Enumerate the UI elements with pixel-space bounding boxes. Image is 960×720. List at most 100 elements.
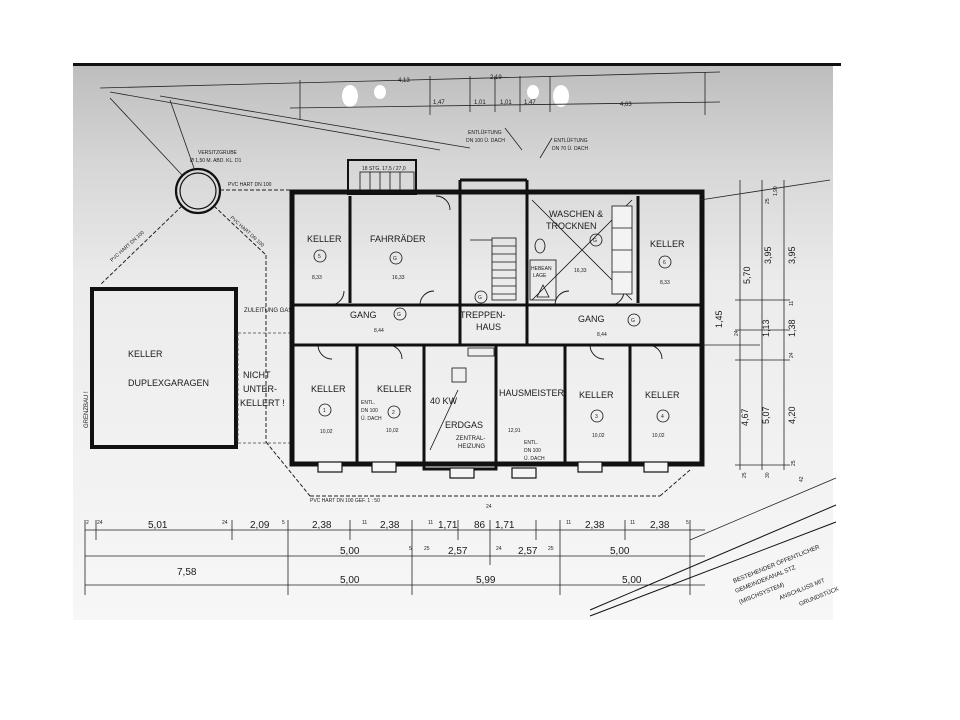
zuleitung-label: ZULEITUNG GAS	[244, 308, 292, 314]
entl-top-1-a: ENTLÜFTUNG	[468, 129, 502, 136]
g-marker-2: G	[478, 295, 482, 301]
dim-right-4: 1,45	[714, 310, 724, 328]
entl-top-1-b: DN 100 Ü. DACH	[466, 137, 505, 144]
garage-label-1: KELLER	[128, 349, 163, 359]
dim-top-1: 4,13	[398, 78, 410, 84]
dim-b1-11: 86	[474, 520, 486, 531]
dim-b3-4: 24	[486, 504, 492, 510]
dim-b1-1: 24	[97, 520, 103, 526]
dim-b1-6: 2,38	[312, 520, 332, 531]
g-marker-3: G	[631, 318, 635, 324]
nicht-label-1: NICHT	[243, 370, 271, 380]
room-zentral-2: HEIZUNG	[458, 444, 485, 450]
dim-right-7: 1,38	[787, 319, 797, 337]
entl-right-1: ENTL.	[524, 440, 538, 446]
entl-left-2: DN 100	[361, 408, 378, 414]
entl-top-2-b: DN 70 Ü. DACH	[552, 145, 589, 152]
room-waschen-2: TROCKNEN	[546, 221, 597, 231]
dim-right-18: 42	[799, 476, 805, 482]
dim-right-16: 25	[765, 198, 771, 204]
plan-sheet	[73, 63, 833, 620]
dim-right-12: 25	[742, 472, 748, 478]
windows	[317, 461, 669, 479]
dim-b2-5: 2,57	[518, 546, 538, 557]
g-marker-5: G	[593, 238, 597, 244]
dim-b1-12: 1,71	[495, 520, 515, 531]
dim-b1-7: 11	[362, 520, 367, 526]
room-keller-5-area: 8,33	[312, 275, 322, 281]
dim-b3-2: 5,99	[476, 575, 496, 586]
dim-b1-10: 1,71	[438, 520, 458, 531]
dim-top-5: 1,01	[500, 100, 512, 106]
room-hausmeister-area: 12,91	[508, 428, 521, 434]
versitzgrube-label: VERSITZGRUBE	[198, 150, 238, 156]
room-keller-4: KELLER	[645, 390, 680, 400]
entl-left-1: ENTL.	[361, 400, 375, 406]
dim-b1-2: 5,01	[148, 520, 168, 531]
room-hebeanlage-1: HEBEAN	[531, 266, 552, 272]
punch-holes	[342, 85, 569, 107]
stair-note: 18 STG. 17,5 / 27,0	[362, 166, 406, 172]
room-keller-6: KELLER	[650, 239, 685, 249]
room-keller-5: KELLER	[307, 234, 342, 244]
room-erdgas: ERDGAS	[445, 420, 483, 430]
dim-right-5: 24	[734, 330, 740, 336]
room-keller-6-num: 6	[663, 260, 666, 266]
room-keller-3-num: 3	[595, 414, 598, 420]
room-keller-1-area: 10,02	[320, 429, 333, 435]
stairs	[359, 171, 517, 301]
gas-markers: G G G G G	[389, 233, 641, 327]
bottom-dimension-values: 2 24 5,01 24 2,09 5 2,38 11 2,38 11 1,71…	[86, 504, 689, 586]
g-marker-1: G	[397, 312, 401, 318]
versitzgrube-spec: Ø 1,50 M. ABD. KL. D1	[190, 158, 242, 164]
dim-right-1: 5,70	[742, 266, 752, 284]
dim-b1-17: 5	[686, 520, 689, 526]
room-keller-2-area: 10,02	[386, 428, 399, 434]
room-gang-right-area: 8,44	[597, 332, 607, 338]
room-labels: KELLER 5 8,33 FAHRRÄDER 16,33 WASCHEN & …	[307, 209, 685, 462]
dim-right-3: 3,95	[787, 246, 797, 264]
dim-b1-14: 2,38	[585, 520, 605, 531]
entl-right-2: DN 100	[524, 448, 541, 454]
dim-b1-3: 24	[222, 520, 228, 526]
room-gang-left: GANG	[350, 310, 377, 320]
dim-b2-1: 5	[409, 546, 412, 552]
entl-top-2-a: ENTLÜFTUNG	[554, 137, 588, 144]
room-kw: 40 KW	[430, 396, 458, 406]
dim-right-2: 3,95	[763, 246, 773, 264]
dim-b3-0: 7,58	[177, 567, 197, 578]
dim-right-6: 1,13	[761, 319, 771, 337]
dim-right-17: 11	[789, 301, 795, 306]
room-gang-right: GANG	[578, 314, 605, 324]
dim-right-14: 25	[791, 460, 797, 466]
dim-b2-4: 24	[496, 546, 502, 552]
room-hausmeister: HAUSMEISTER	[499, 388, 565, 398]
g-marker-4: G	[393, 256, 397, 262]
dim-right-13: 30	[765, 472, 771, 478]
bottom-dimension-lines	[84, 520, 705, 595]
dim-top-6: 1,47	[524, 100, 536, 106]
dim-b1-9: 11	[428, 520, 433, 526]
room-keller-6-area: 8,33	[660, 280, 670, 286]
dim-b1-0: 2	[86, 520, 89, 526]
dim-b1-8: 2,38	[380, 520, 400, 531]
dim-right-10: 4,20	[787, 406, 797, 424]
right-dimension-lines	[699, 179, 831, 470]
room-waschen-area: 16,33	[574, 268, 587, 274]
dim-b2-2: 25	[424, 546, 430, 552]
dim-right-8: 4,67	[740, 408, 750, 426]
room-fahrraeder: FAHRRÄDER	[370, 234, 426, 244]
dim-b2-0: 5,00	[340, 546, 360, 557]
pvc-top-label: PVC HART DN 100	[228, 182, 272, 188]
room-keller-1: KELLER	[311, 384, 346, 394]
nicht-label-2: UNTER-	[243, 384, 277, 394]
room-treppenhaus-1: TREPPEN-	[460, 310, 506, 320]
dim-top-7: 4,63	[620, 102, 632, 108]
nicht-label-3: KELLERT !	[240, 398, 285, 408]
ventilation-notes: ENTLÜFTUNG DN 100 Ü. DACH ENTLÜFTUNG DN …	[466, 127, 589, 159]
not-basement-zone: ZULEITUNG GAS NICHT UNTER- KELLERT !	[237, 308, 293, 444]
duplex-garage: KELLER DUPLEXGARAGEN	[90, 287, 238, 449]
grenzbau-label: GRENZBAU !	[84, 391, 90, 428]
building-walls	[289, 159, 705, 471]
